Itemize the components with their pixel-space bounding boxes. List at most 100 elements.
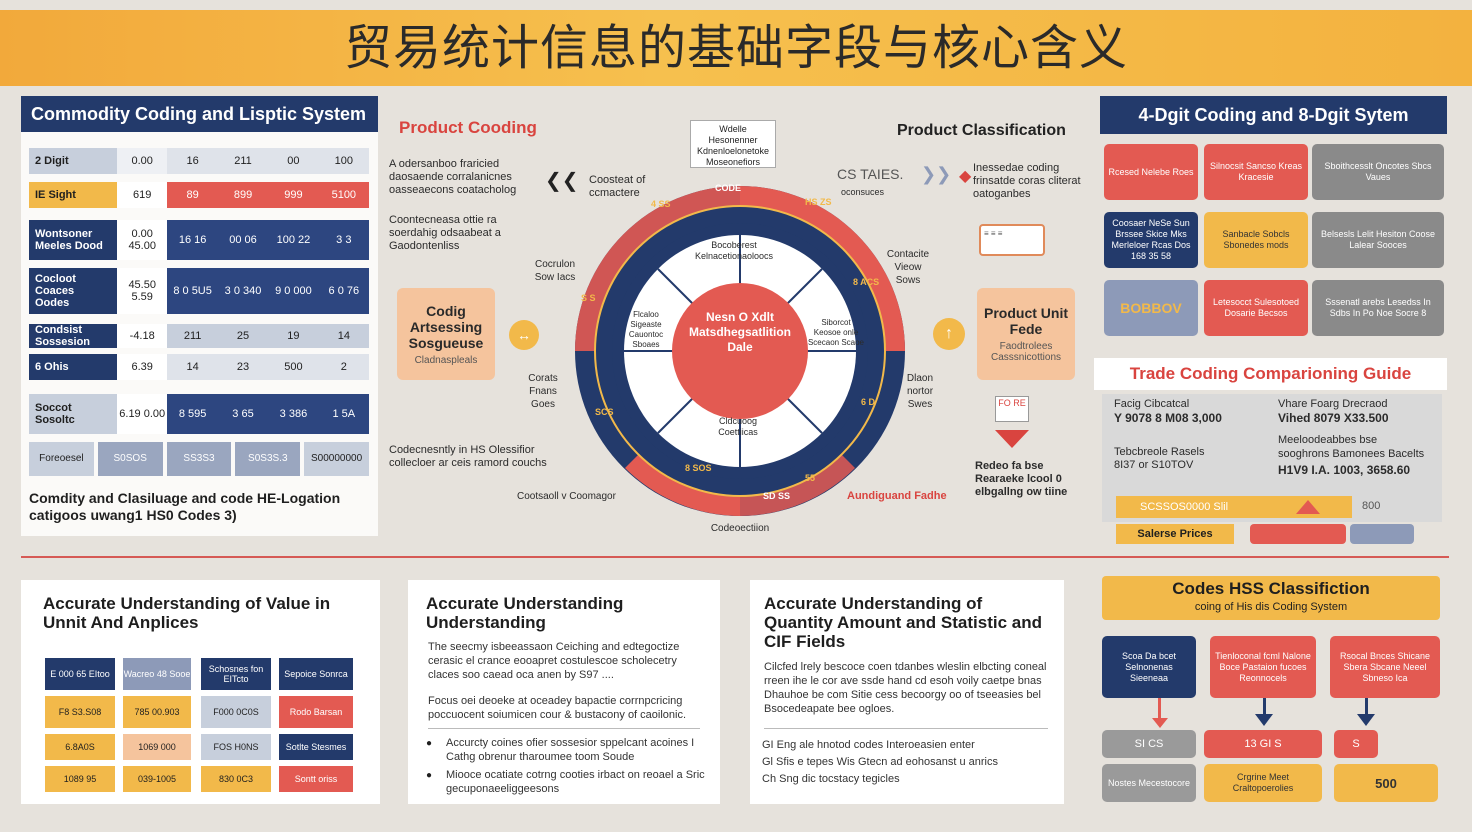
table-cell: 0.00 45.00 [117, 220, 168, 260]
understanding-para-2: Focus oei deoeke at oceadey bapactie cor… [428, 695, 687, 721]
understanding-bullet-2: Miooce ocatiate cotrng cooties irbact on… [446, 769, 705, 795]
row-label: IE Sight [29, 182, 117, 208]
info-tile: Letesocct Sulesotoed Dosarie Becsos [1204, 280, 1308, 336]
table-cell: 16 16 [167, 220, 218, 260]
hss-classification-panel: Codes HSS Classifiction coing of His dis… [1094, 576, 1449, 808]
table-cell: 23 [217, 354, 269, 380]
grid-cell: 830 0C3 [201, 766, 271, 792]
ring-label: Dlaon nortor Swes [906, 373, 934, 410]
table-cell: 3 0 340 [217, 268, 269, 314]
table-cell: 89 [167, 182, 218, 208]
quantity-cif-line-2: Gl Sfis e tepes Wis Gtecn ad eohosanst u… [762, 756, 999, 768]
step-badge-icon: ↔ [509, 320, 539, 350]
quantity-cif-line-1: GI Eng ale hnotod codes Interoeasien ent… [762, 739, 975, 751]
table-cell: 3 3 [318, 220, 370, 260]
table-row: Condsist Sossesion -4.18 211 25 19 14 [29, 324, 370, 348]
grid-cell: F8 S3.S08 [45, 696, 115, 728]
guide-line: Tebcbreole Rasels 8I37 or S10TOV [1114, 446, 1205, 471]
guide-footer-bar [1350, 524, 1414, 544]
ring-segment-label: S S [581, 293, 596, 303]
digit-system-title: 4-Dgit Coding and 8-Dgit Sytem [1100, 96, 1447, 134]
inner-left-label: Flcaloo Sigeaste Cauontoc Sboaes [628, 310, 664, 349]
hss-box: Tienloconal fcml Nalone Boce Pastaion fu… [1210, 636, 1316, 698]
box-left-sub: Cladnaspleals [414, 354, 478, 366]
box-left-title: Codig Artsessing Sosgueuse [408, 302, 484, 351]
table-cell: 899 [217, 182, 269, 208]
table-cell: 3 386 [268, 394, 319, 434]
table-cell: 6.39 [117, 354, 168, 380]
hss-header: Codes HSS Classifiction coing of His dis… [1102, 576, 1440, 620]
table-cell: 0.00 [117, 148, 168, 174]
table-row: Soccot Sosoltc 6.19 0.00 8 595 3 65 3 38… [29, 394, 370, 434]
left-text-2: Coontecneasa ottie ra soerdahig odsaabea… [389, 214, 501, 252]
rule [764, 728, 1048, 729]
table-row: Cocloot Coaces Oodes 45.50 5.59 8 0 5U5 … [29, 268, 370, 314]
info-tile: Coosaer NeSe Sun Brssee Skice Mks Merlel… [1104, 212, 1198, 268]
coding-wheel [575, 186, 905, 516]
chip-row: Foreoesel S0SOS SS3S3 S0S3S.3 S00000000 [29, 442, 369, 476]
table-cell: -4.18 [117, 324, 168, 348]
row-label: Wontsoner Meeles Dood [29, 220, 117, 260]
product-classification-heading: Product Classification [897, 122, 1066, 139]
hss-bottom: Crgrine Meet Craltopoerolies [1204, 764, 1322, 802]
grid-cell: Wacreo 48 Sooe [123, 658, 191, 690]
row-label: 6 Ohis [29, 354, 117, 380]
ring-segment-label: 4 SS [651, 199, 671, 209]
ring-segment-label: HS ZS [805, 197, 832, 207]
table-cell: 6.19 0.00 [117, 394, 168, 434]
ring-segment-label: 8 SOS [685, 463, 712, 473]
table-cell: 00 [268, 148, 319, 174]
product-coding-heading: Product Cooding [399, 118, 537, 137]
left-text-3: Codecnesntly in HS Olessifior collecloer… [389, 444, 547, 469]
guide-line: H1V9 I.A. 1003, 3658.60 [1278, 463, 1411, 477]
trade-coding-guide-title: Trade Coding Comparioning Guide [1094, 358, 1447, 390]
right-text-2: Redeo fa bse Rearaeke lcool 0 elbgallng … [975, 460, 1068, 498]
chevron-right-icon: ❯❯ [921, 164, 952, 184]
chip: S0SOS [97, 442, 163, 476]
arrow-up-icon [1296, 500, 1320, 514]
arrow-down-icon [995, 430, 1029, 448]
box-right-sub: Faodtrolees Casssnicottions [990, 341, 1062, 363]
arrow-down-icon [1152, 718, 1168, 728]
grid-cell: E 000 65 EItoo [45, 658, 115, 690]
table-cell: 3 65 [217, 394, 269, 434]
grid-cell: 039-1005 [123, 766, 191, 792]
table-cell: 211 [217, 148, 269, 174]
quantity-cif-panel: Accurate Understanding of Quantity Amoun… [750, 580, 1064, 804]
ring-segment-label: SCS [595, 407, 614, 417]
table-cell: 25 [217, 324, 269, 348]
understanding-para-1: The seecmy isbeeassaon Ceiching and edte… [428, 641, 680, 681]
row-label: Soccot Sosoltc [29, 394, 117, 434]
chip: SS3S3 [166, 442, 232, 476]
tag-icon: ◆ [959, 168, 972, 185]
value-unit-panel: Accurate Understanding of Value in Unnit… [21, 580, 380, 804]
rule [428, 728, 700, 729]
title-banner [0, 10, 1472, 86]
guide-line: Vhare Foarg Drecraod [1278, 398, 1388, 410]
row-label: Cocloot Coaces Oodes [29, 268, 117, 314]
table-cell: 619 [117, 182, 168, 208]
arrow-up-icon: ↑ [933, 318, 965, 350]
guide-line: Vihed 8079 X33.500 [1278, 411, 1389, 425]
grid-cell: 1069 000 [123, 734, 191, 760]
guide-line: Meeloodeabbes bse [1278, 434, 1378, 446]
guide-bar-right: 800 [1362, 500, 1381, 512]
table-cell: 1 5A [318, 394, 370, 434]
ring-segment-label: 6 D [861, 397, 876, 407]
hss-title: Codes HSS Classifiction [1172, 579, 1370, 598]
table-cell: 8 0 5U5 [167, 268, 218, 314]
grid-cell: FOS H0NS [201, 734, 271, 760]
grid-cell: Rodo Barsan [279, 696, 353, 728]
inner-top-label: Bocoberest Kelnacetionaoloocs [694, 240, 774, 261]
commodity-coding-panel: Commodity Coding and Lisptic System 2 Di… [21, 96, 378, 536]
guide-footer-bar [1250, 524, 1346, 544]
box-right-title: Product Unit Fede [984, 305, 1068, 337]
info-tile: Sanbacle Sobcls Sbonedes mods [1204, 212, 1308, 268]
row-label: Condsist Sossesion [29, 324, 117, 348]
info-tile: BOBBOV [1104, 280, 1198, 336]
table-cell: 19 [268, 324, 319, 348]
ring-label: Cootsaoll v Coomagor [517, 491, 616, 502]
chevron-left-icon: ❮❮ [545, 170, 579, 192]
ring-segment-label: SD SS [763, 491, 791, 501]
grid-cell: Schosnes fon EITcto [201, 658, 271, 690]
